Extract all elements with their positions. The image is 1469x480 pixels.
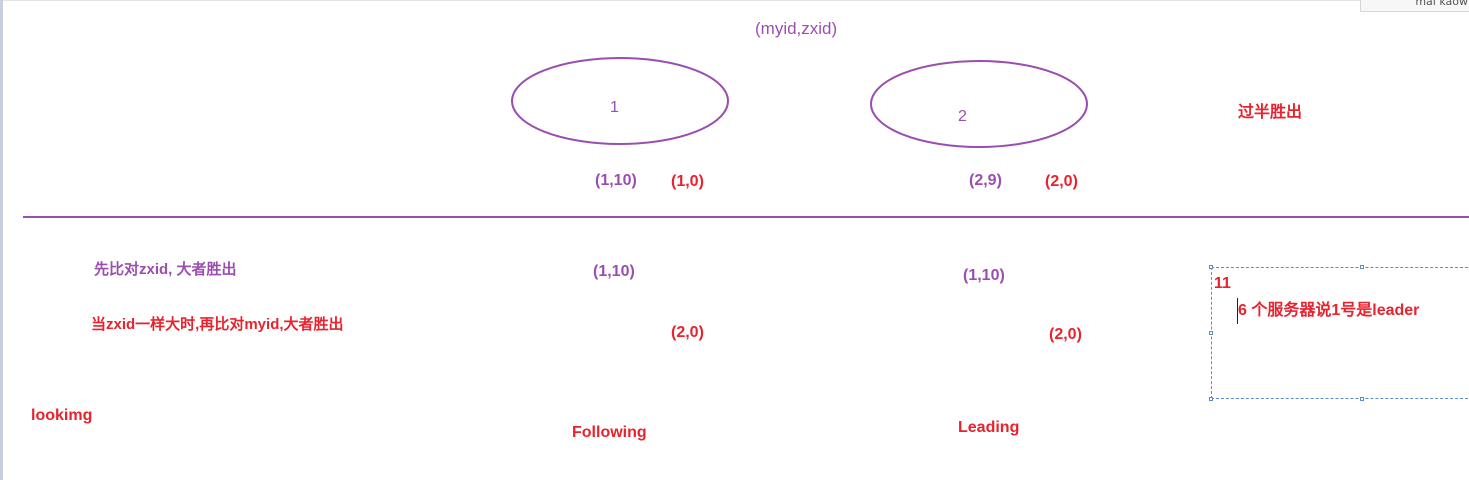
node-1-initial-vote: (1,10) xyxy=(595,172,637,189)
left-margin-bar xyxy=(0,0,3,480)
majority-wins-note: 过半胜出 xyxy=(1238,104,1303,121)
server-node-1-ellipse[interactable] xyxy=(511,57,729,145)
node-2-updated-received-vote: (2,0) xyxy=(1049,326,1082,343)
textbox-number: 11 xyxy=(1214,275,1231,292)
node-1-state-label: Following xyxy=(572,424,647,441)
rule-compare-zxid: 先比对zxid, 大者胜出 xyxy=(94,261,237,278)
node-2-state-label: Leading xyxy=(958,419,1020,436)
resize-handle-bottom-left[interactable] xyxy=(1209,397,1213,401)
server-node-1-id: 1 xyxy=(610,99,619,116)
server-node-2-id: 2 xyxy=(958,108,967,125)
textbox-message[interactable]: 6 个服务器说1号是leader xyxy=(1238,302,1420,319)
selected-text-box[interactable] xyxy=(1211,267,1469,399)
myid-zxid-label: (myid,zxid) xyxy=(755,19,838,38)
node-2-initial-vote: (2,9) xyxy=(969,172,1002,189)
server-node-2-ellipse[interactable] xyxy=(870,60,1088,148)
top-border xyxy=(0,0,1469,1)
corner-tab-label: mal kaow xyxy=(1415,0,1468,8)
resize-handle-top-left[interactable] xyxy=(1209,265,1213,269)
resize-handle-middle-left[interactable] xyxy=(1209,331,1213,335)
corner-tab[interactable]: mal kaow xyxy=(1360,0,1469,12)
node-2-received-vote: (2,0) xyxy=(1045,173,1078,190)
resize-handle-bottom-middle[interactable] xyxy=(1360,397,1364,401)
node-2-updated-vote: (1,10) xyxy=(963,267,1005,284)
node-1-updated-vote: (1,10) xyxy=(593,263,635,280)
rule-compare-myid: 当zxid一样大时,再比对myid,大者胜出 xyxy=(91,316,344,333)
resize-handle-top-middle[interactable] xyxy=(1360,265,1364,269)
node-1-received-vote: (1,0) xyxy=(671,173,704,190)
looking-state-label: lookimg xyxy=(31,407,93,424)
text-cursor xyxy=(1237,298,1238,324)
node-1-updated-received-vote: (2,0) xyxy=(671,324,704,341)
